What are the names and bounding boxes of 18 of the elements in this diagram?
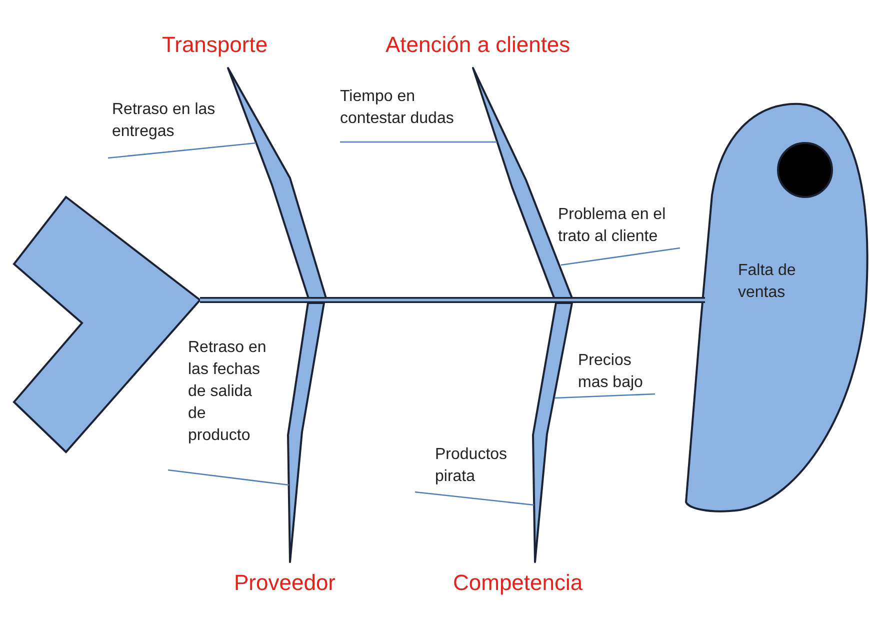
category-label: Atención a clientes (386, 32, 570, 58)
category-label: Competencia (453, 570, 583, 596)
category-label: Transporte (162, 32, 268, 58)
effect-label: Falta de ventas (738, 261, 797, 303)
cause-label: Retraso en las fechas de salida de producto (188, 337, 272, 447)
leader-line (560, 247, 680, 266)
cause-label: Precios mas bajo (578, 350, 658, 394)
leader-line (414, 491, 534, 506)
leader-line (340, 141, 497, 143)
spine-line (200, 297, 705, 303)
cause-label: Tiempo en contestar dudas (340, 86, 465, 130)
cause-label: Productos pirata (435, 444, 535, 488)
leader-line (108, 142, 256, 159)
leader-line (554, 393, 656, 399)
category-label: Proveedor (234, 570, 336, 596)
leader-line (168, 469, 290, 486)
cause-label: Retraso en las entregas (112, 99, 242, 143)
cause-label: Problema en el trato al cliente (558, 204, 693, 248)
